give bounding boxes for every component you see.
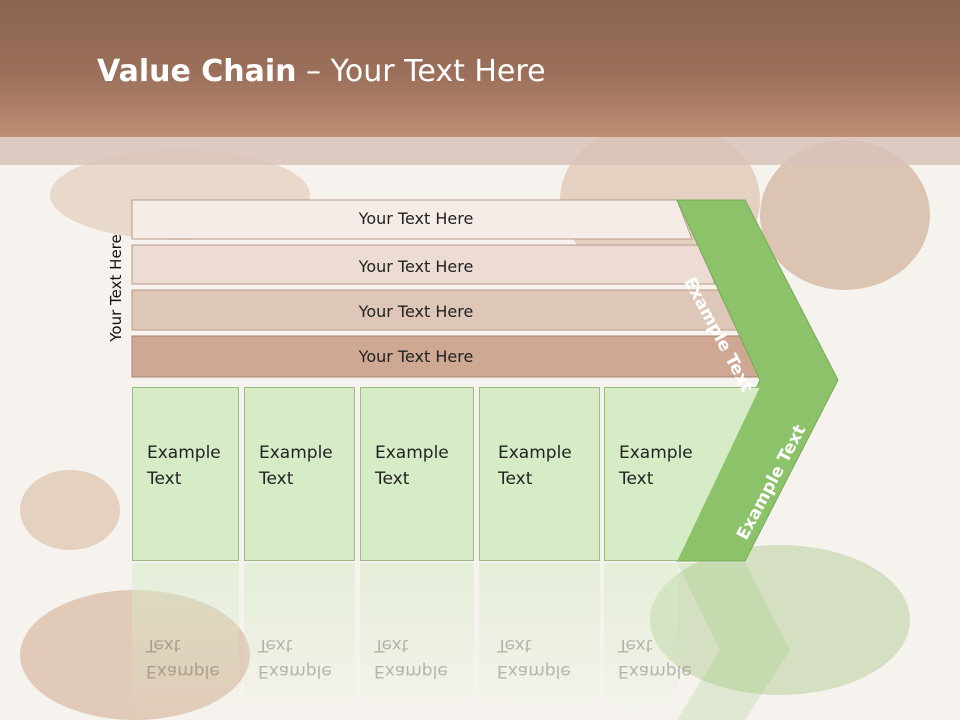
row-label-1: Your Text Here <box>358 209 474 228</box>
walnut-decoration <box>650 545 910 695</box>
title-rest: – Your Text Here <box>296 54 546 89</box>
walnut-decoration <box>20 470 120 550</box>
walnut-decoration <box>760 140 930 290</box>
row-label-2: Your Text Here <box>358 257 474 276</box>
title-bar <box>0 0 960 137</box>
row-label-4: Your Text Here <box>358 347 474 366</box>
slide-title: Value Chain – Your Text Here <box>97 54 546 89</box>
row-bar-1 <box>131 199 693 240</box>
row-label-3: Your Text Here <box>358 302 474 321</box>
row-bar-2 <box>131 244 716 285</box>
margin-chevron-reflection <box>677 563 790 720</box>
margin-chevron <box>676 199 839 562</box>
title-bold: Value Chain <box>97 54 297 89</box>
title-band <box>0 137 960 165</box>
